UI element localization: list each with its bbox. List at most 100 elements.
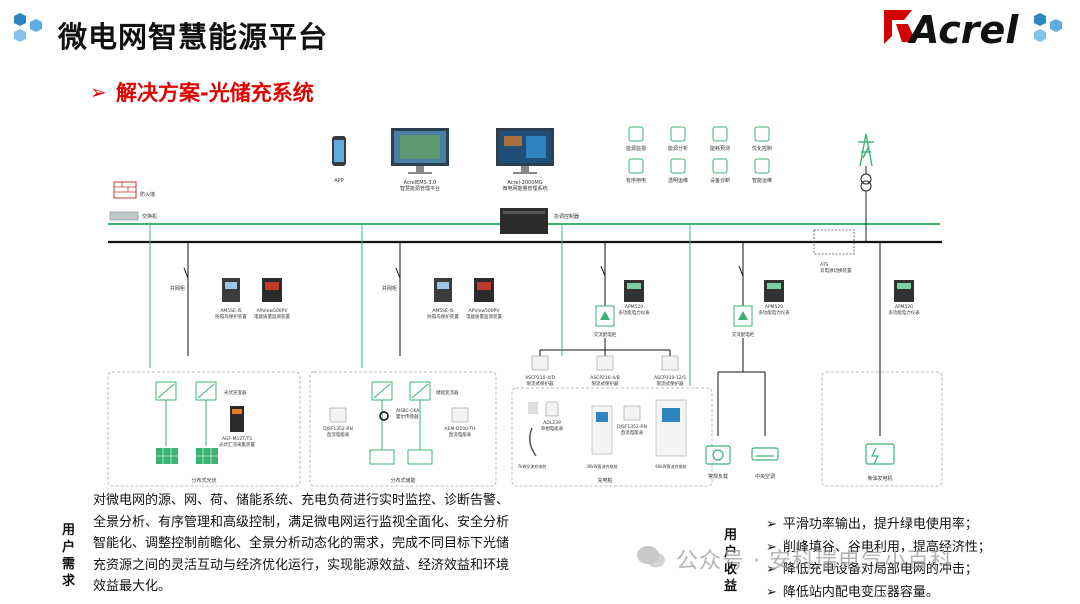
ems-label-2: 智慧能源管理平台 xyxy=(400,185,440,192)
protector-3-icon xyxy=(662,356,678,370)
mg-label-2: 微电网能量管理系统 xyxy=(502,185,547,192)
dc2-a: DJSF1352-RN xyxy=(617,424,647,430)
protector3-b: 限流式保护器 xyxy=(657,380,684,387)
ev-label-2: 30kW直流充电桩 xyxy=(586,463,617,469)
function-icon xyxy=(755,127,769,141)
meter3-b: 多功能电力仪表 xyxy=(888,309,920,316)
page-title: 微电网智慧能源平台 xyxy=(58,14,328,56)
acm-a: AEM-D100-TH xyxy=(445,426,476,432)
decor-hexagons-left xyxy=(6,12,54,48)
wechat-icon xyxy=(636,544,666,570)
pq2-a: APView500PV xyxy=(469,308,501,314)
list-item: ➢平滑功率输出，提升绿电使用率； xyxy=(766,514,991,537)
ac-cabinet-1-icon xyxy=(596,306,614,326)
function-label: 设备诊断 xyxy=(710,177,730,184)
decor-hexagons-right xyxy=(1030,10,1076,50)
storage-pcs-label: 储能变流器 xyxy=(436,389,459,396)
section-arrow-icon: ➢ xyxy=(90,80,107,104)
breaker1-label: 并网柜 xyxy=(170,285,185,292)
diesel-generator-icon xyxy=(866,444,894,464)
ev-label-3: 60kW直流充电桩 xyxy=(655,463,686,469)
function-icon xyxy=(629,159,643,173)
protector1-b: 限流式保护器 xyxy=(527,380,554,387)
protector2-b: 限流式保护器 xyxy=(592,380,619,387)
relay2-b: 防孤岛保护装置 xyxy=(427,313,459,320)
pv-collector-icon xyxy=(230,406,244,432)
hall-b: 霍尔传感器 xyxy=(396,413,419,420)
switch-label: 交换机 xyxy=(142,213,157,220)
protector2-a: ASCP216-4/B xyxy=(590,375,619,381)
function-icon xyxy=(755,159,769,173)
ats-label-1: ATS xyxy=(820,262,828,268)
protector3-a: ASCP310-12/5 xyxy=(654,375,686,381)
pq2-b: 电能质量监测装置 xyxy=(466,313,502,320)
diesel-label: 柴油发电机 xyxy=(867,475,892,482)
function-icon xyxy=(629,127,643,141)
dc2-b: 直流电能表 xyxy=(621,429,644,436)
relay1-b: 防孤岛保护装置 xyxy=(215,313,247,320)
breaker2-label: 并网柜 xyxy=(382,285,397,292)
meter2-b: 多功能电力仪表 xyxy=(758,309,790,316)
app-label: APP xyxy=(334,178,343,184)
adl-meter-icon xyxy=(546,402,558,416)
list-item: ➢降低站内配电变压器容量。 xyxy=(766,582,991,604)
ev-charger-dc30-icon xyxy=(592,406,612,454)
apm-meter-1-icon xyxy=(624,280,644,302)
ats-label-2: 双电源切换装置 xyxy=(820,267,852,274)
dc-meter-2-icon xyxy=(624,406,640,420)
dc1-b: 直流电能表 xyxy=(327,431,350,438)
apm-meter-2-icon xyxy=(764,280,784,302)
protector1-a: ASCP210-4/D xyxy=(525,375,555,381)
function-label: 智能运维 xyxy=(752,177,772,184)
pv-inverter-label: 光伏逆变器 xyxy=(224,389,247,396)
function-icon xyxy=(713,159,727,173)
bullet-arrow-icon: ➢ xyxy=(766,585,777,600)
function-label: 能源分析 xyxy=(668,145,688,152)
load1-label: 常规负载 xyxy=(708,473,728,480)
hall-a: AHBC-CKA xyxy=(396,408,420,414)
relay1-device-icon xyxy=(222,278,240,302)
function-icon xyxy=(671,127,685,141)
meter1-a: APM520 xyxy=(625,304,643,310)
ev-charger-dc60-icon xyxy=(656,400,686,456)
function-icon xyxy=(671,159,685,173)
acm-b: 直流电能表 xyxy=(449,431,472,438)
function-label: 有序用电 xyxy=(626,177,646,184)
controller-icon xyxy=(500,208,548,234)
group-charging-label: 充电桩 xyxy=(597,477,612,484)
meter2-a: APM520 xyxy=(765,304,783,310)
function-label: 透明运维 xyxy=(668,177,688,184)
adl-a: ADL239 xyxy=(543,420,561,426)
function-icon xyxy=(713,127,727,141)
ac-meter-icon xyxy=(452,408,468,422)
pv-box-a: AGF-M12T/T5 xyxy=(222,436,252,442)
relay1-a: AM5SE-IS xyxy=(220,308,241,314)
load2-label: 中央空调 xyxy=(755,473,775,480)
user-needs-label: 用户需求 xyxy=(62,522,82,590)
dc-meter-1-icon xyxy=(330,408,346,422)
protector-2-icon xyxy=(597,356,613,370)
ev-label-1: 7kW交流充电桩 xyxy=(518,463,547,469)
pq1-a: APView500PV xyxy=(257,308,289,314)
system-diagram: APP AcrelEMS 3.0 智慧能源管理平台 Acrel-2000MG 微… xyxy=(100,106,950,489)
group-pv-label: 分布式光伏 xyxy=(191,477,216,484)
firewall-icon xyxy=(114,182,136,198)
function-label: 优化控制 xyxy=(752,145,772,152)
protector-1-icon xyxy=(532,356,548,370)
meter3-a: APM520 xyxy=(895,304,913,310)
controller-label: 协调控制器 xyxy=(554,213,579,220)
section-subtitle: 解决方案-光储充系统 xyxy=(116,77,314,107)
motor-load-icon xyxy=(706,446,730,464)
app-phone-icon xyxy=(332,136,346,166)
pq1-device-icon xyxy=(262,278,282,302)
relay2-device-icon xyxy=(434,278,452,302)
firewall-label: 防火墙 xyxy=(140,191,155,198)
meter1-b: 多功能电力仪表 xyxy=(618,309,650,316)
ac-unit-load-icon xyxy=(752,448,778,460)
user-needs-text: 对微电网的源、网、荷、储能系统、充电负荷进行实时监控、诊断告警、全景分析、有序管… xyxy=(93,490,513,598)
dc1-a: DJSF1352-RN xyxy=(323,426,353,432)
brand-name: Acrel xyxy=(910,8,1018,52)
pq1-b: 电能质量监测装置 xyxy=(254,313,290,320)
cabinet1-label: 交流配电柜 xyxy=(594,331,617,338)
pv-box-b: 光伏汇流采集装置 xyxy=(219,441,255,448)
